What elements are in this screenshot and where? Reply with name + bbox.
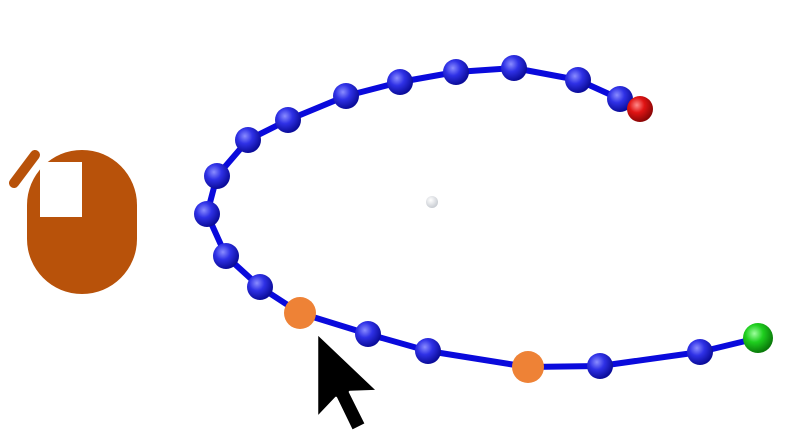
selected-bead[interactable] [284,297,316,329]
chain-bead[interactable] [247,274,273,300]
chain-bead[interactable] [194,201,220,227]
chain-bead[interactable] [415,338,441,364]
chain-bead[interactable] [204,163,230,189]
arrow-cursor-icon [315,331,380,433]
mouse-left-click-icon [9,150,137,294]
click-indicator-line [9,150,40,188]
chain-bead[interactable] [213,243,239,269]
chain-end-bead-green[interactable] [743,323,773,353]
chain-start-bead-red[interactable] [627,96,653,122]
chain-bead[interactable] [235,127,261,153]
chain-bead[interactable] [687,339,713,365]
center-point [426,196,438,208]
chain-bead[interactable] [333,83,359,109]
chain-bead[interactable] [443,59,469,85]
chain-bead[interactable] [275,107,301,133]
chain-bead[interactable] [565,67,591,93]
chain-bead[interactable] [587,353,613,379]
chain-bead[interactable] [501,55,527,81]
selected-bead[interactable] [512,351,544,383]
chain-beads [194,55,713,379]
chain-bead[interactable] [387,69,413,95]
chain-bead[interactable] [355,321,381,347]
chain-bead[interactable] [607,86,633,112]
